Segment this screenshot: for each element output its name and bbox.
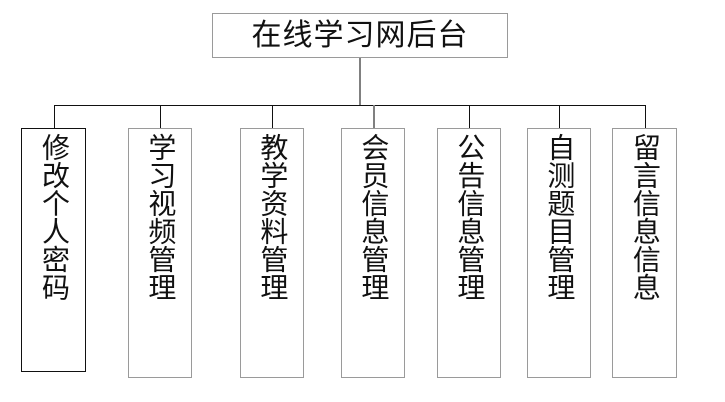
child-node-label-2: 学习视频管理 xyxy=(144,133,178,301)
child-node-member-info-management[interactable]: 会员信息管理 xyxy=(341,128,405,378)
child-node-learning-video-management[interactable]: 学习视频管理 xyxy=(128,128,192,378)
child-node-message-info[interactable]: 留言信息信息 xyxy=(612,128,677,378)
child-node-teaching-material-management[interactable]: 教学资料管理 xyxy=(240,128,304,378)
drop-connector-3 xyxy=(272,105,273,128)
child-node-label-6: 自测题目管理 xyxy=(543,133,577,301)
child-node-label-5: 公告信息管理 xyxy=(453,133,487,301)
drop-connector-2 xyxy=(160,105,161,128)
child-node-label-3: 教学资料管理 xyxy=(256,133,290,301)
drop-connector-7 xyxy=(645,105,646,128)
root-stem-connector xyxy=(359,58,361,106)
drop-connector-1 xyxy=(54,105,55,128)
root-node-online-learning-admin[interactable]: 在线学习网后台 xyxy=(212,13,508,58)
child-node-label-7: 留言信息信息 xyxy=(628,133,662,301)
child-node-change-password[interactable]: 修改个人密码 xyxy=(21,128,86,372)
child-node-label-4: 会员信息管理 xyxy=(357,133,391,301)
horizontal-bus-connector xyxy=(54,105,645,106)
drop-connector-5 xyxy=(469,105,470,128)
drop-connector-6 xyxy=(559,105,560,128)
root-node-label: 在线学习网后台 xyxy=(251,17,469,53)
child-node-announcement-info-management[interactable]: 公告信息管理 xyxy=(437,128,501,378)
child-node-label-1: 修改个人密码 xyxy=(37,133,71,301)
child-node-self-test-question-management[interactable]: 自测题目管理 xyxy=(527,128,591,378)
drop-connector-4 xyxy=(373,105,375,128)
